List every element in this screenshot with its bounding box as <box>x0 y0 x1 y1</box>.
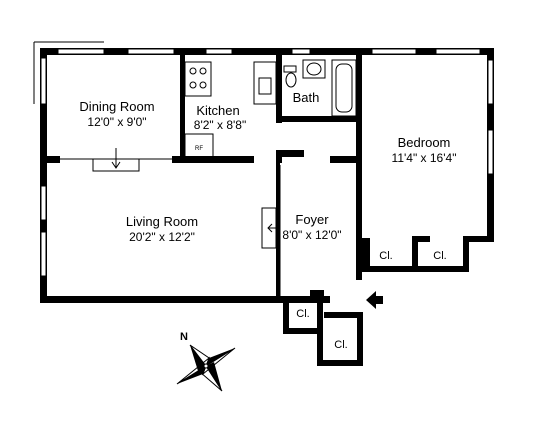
compass-icon: N <box>176 331 236 392</box>
compass-north-label: N <box>180 331 188 343</box>
door-details <box>60 148 281 296</box>
closet-label: Cl. <box>334 339 347 351</box>
bedroom-name: Bedroom <box>398 135 451 150</box>
closet-label: Cl. <box>433 250 446 262</box>
closet-label: Cl. <box>379 250 392 262</box>
bath-name: Bath <box>293 90 320 105</box>
entry-arrow-icon <box>366 291 383 309</box>
windows <box>33 41 494 277</box>
kitchen-fixtures: RF <box>184 61 277 159</box>
dining-room-dims: 12'0" x 9'0" <box>87 115 146 129</box>
room-labels: Dining Room 12'0" x 9'0" Kitchen 8'2" x … <box>79 90 456 351</box>
kitchen-name: Kitchen <box>196 103 239 118</box>
fridge-label: RF <box>195 146 203 152</box>
foyer-name: Foyer <box>295 212 329 227</box>
living-room-name: Living Room <box>126 214 198 229</box>
bath-fixtures <box>283 59 357 117</box>
living-room-dims: 20'2" x 12'2" <box>129 230 195 244</box>
interior-walls <box>40 55 469 366</box>
foyer-dims: 8'0" x 12'0" <box>282 228 341 242</box>
dining-room-name: Dining Room <box>79 99 154 114</box>
bedroom-dims: 11'4" x 16'4" <box>392 151 457 165</box>
closet-label: Cl. <box>296 308 309 320</box>
kitchen-dims: 8'2" x 8'8" <box>194 118 246 132</box>
exterior-walls <box>40 48 494 303</box>
